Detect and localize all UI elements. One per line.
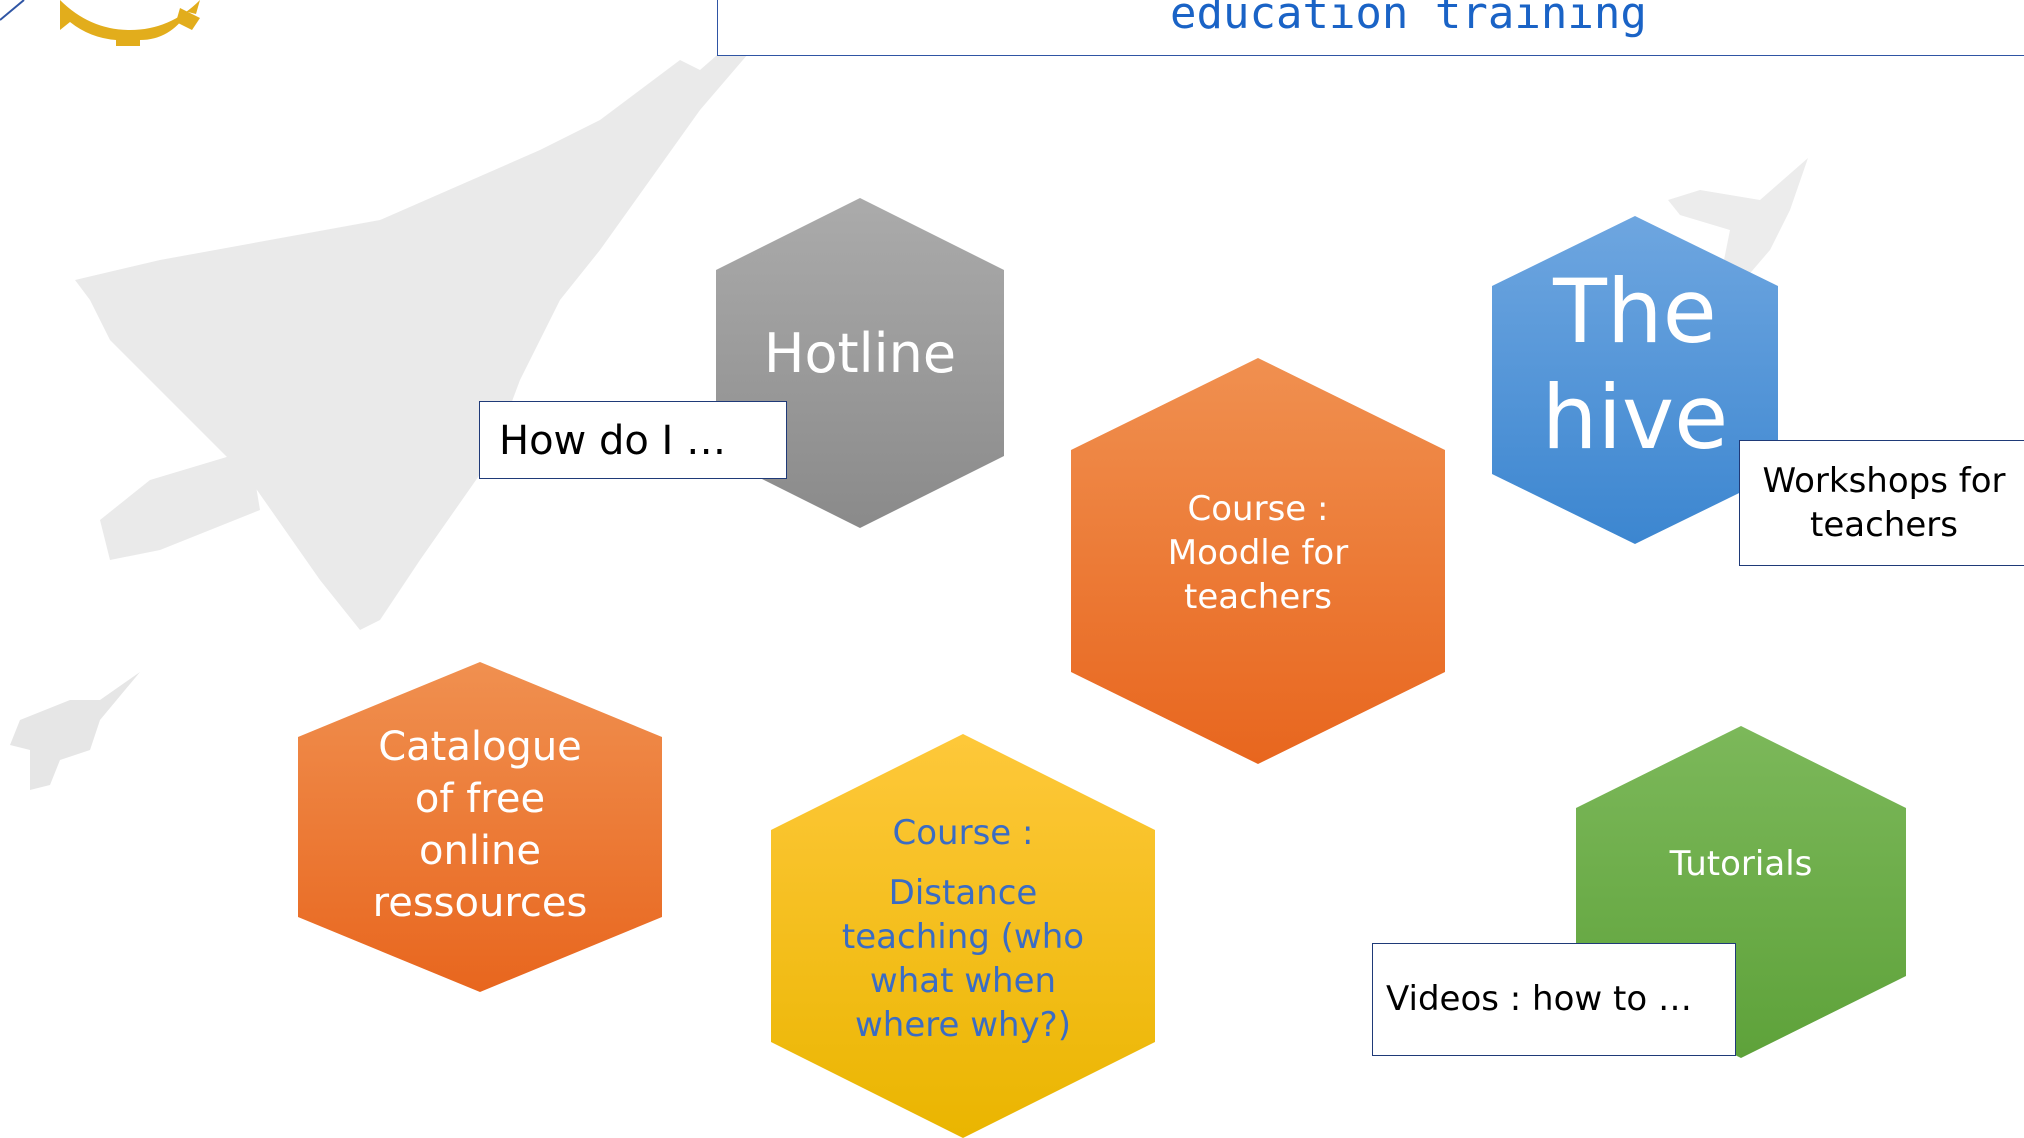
hexagon-the-hive: The hive	[1492, 216, 1778, 544]
callout-videos-text: Videos : how to …	[1386, 979, 1692, 1019]
distance-line-5: where why?)	[854, 1005, 1071, 1045]
header-box	[717, 0, 2024, 56]
workshops-line-2: teachers	[1810, 505, 1958, 545]
callout-videos: Videos : how to …	[1372, 943, 1736, 1056]
distance-line-1: Course :	[892, 813, 1034, 853]
catalogue-line-3: online	[418, 828, 541, 874]
hexagon-moodle-course: Course : Moodle for teachers	[1071, 358, 1445, 764]
distance-line-2: Distance	[888, 873, 1038, 913]
callout-how-do-i: How do I …	[479, 401, 787, 479]
catalogue-line-4: ressources	[372, 880, 588, 926]
hive-line-1: The	[1553, 260, 1717, 363]
hexagon-moodle-text: Course : Moodle for teachers	[1168, 487, 1348, 619]
callout-how-do-i-text: How do I …	[499, 418, 727, 464]
small-airplane-icon	[1668, 158, 1808, 285]
airplane-silhouette-icon	[75, 0, 780, 630]
small-airplane-left-icon	[10, 672, 140, 790]
hive-line-2: hive	[1541, 366, 1729, 469]
hexagon-catalogue-text: Catalogue of free online ressources	[373, 721, 588, 929]
distance-line-4: what when	[869, 961, 1057, 1001]
callout-workshops-text: Workshops for teachers	[1740, 459, 2024, 547]
hexagon-distance-teaching: Course : Distance teaching (who what whe…	[771, 734, 1155, 1138]
catalogue-line-1: Catalogue	[378, 724, 582, 770]
page-title: education training	[1170, 0, 1647, 39]
distance-line-3: teaching (who	[841, 917, 1085, 957]
callout-workshops: Workshops for teachers	[1739, 440, 2024, 566]
hexagon-hotline: Hotline	[716, 198, 1004, 528]
workshops-line-1: Workshops for	[1762, 461, 2006, 501]
hexagon-hive-text: The hive	[1542, 259, 1728, 471]
catalogue-line-2: of free	[414, 776, 546, 822]
logo-gear-icon	[0, 0, 200, 46]
hexagon-tutorials-label: Tutorials	[1669, 844, 1813, 884]
hexagon-distance-text: Course : Distance teaching (who what whe…	[842, 811, 1084, 1047]
moodle-line-2: Moodle for	[1167, 533, 1349, 573]
moodle-line-1: Course :	[1187, 489, 1329, 529]
hexagon-hotline-label: Hotline	[763, 321, 957, 385]
moodle-line-3: teachers	[1184, 577, 1332, 617]
hexagon-catalogue: Catalogue of free online ressources	[298, 662, 662, 992]
